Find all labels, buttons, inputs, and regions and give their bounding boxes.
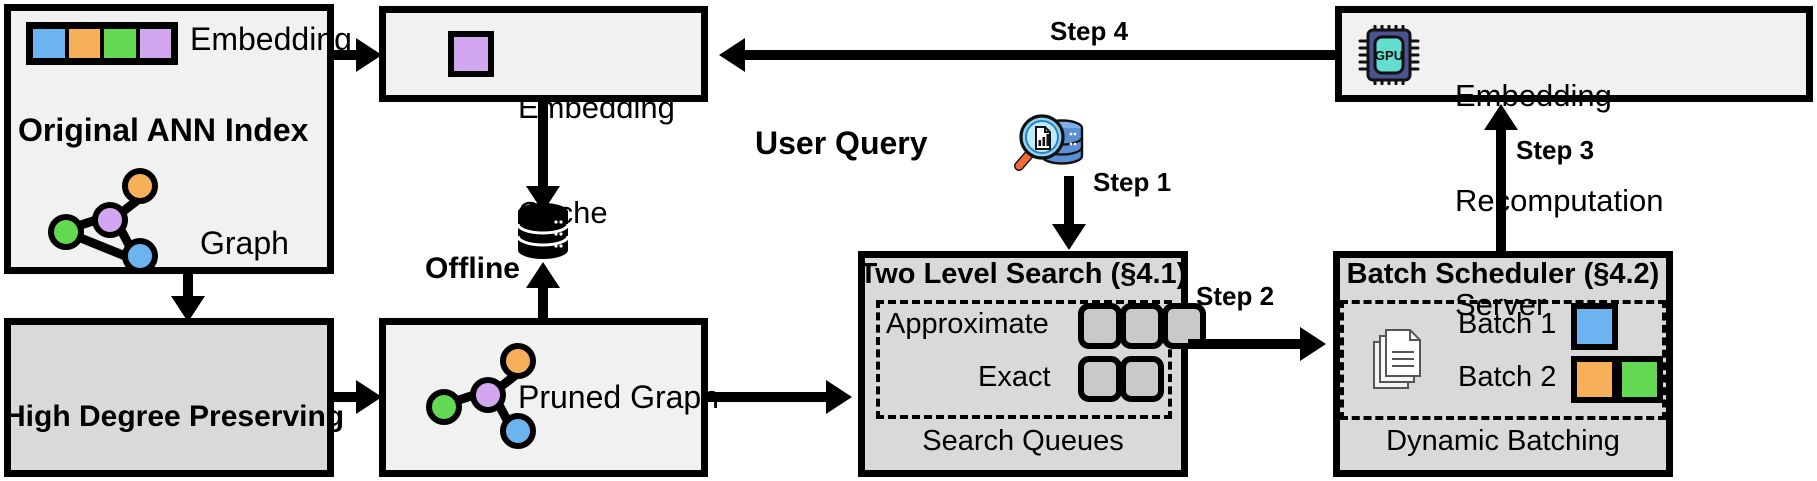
exact-queue-slot	[1078, 356, 1122, 402]
exact-queue-slot	[1120, 356, 1164, 402]
embedding-chip-bar	[26, 22, 178, 65]
batch-scheduler-title: Batch Scheduler (§4.2)	[1346, 258, 1660, 290]
graph-node-purple	[92, 202, 128, 238]
arrow-pruned-to-storage-head	[526, 262, 560, 288]
exact-queue-label: Exact	[978, 361, 1051, 393]
pruned-graph-label: Pruned Graph	[518, 379, 720, 415]
arrow-pruned-to-search-head	[826, 380, 852, 414]
arrow-step2-shaft	[1188, 339, 1302, 349]
graph-pruning-title-line1: High Degree Preserving	[4, 400, 345, 434]
recomputation-server-title-line2: Recomputation	[1455, 182, 1664, 218]
batch-1-label: Batch 1	[1458, 308, 1557, 340]
arrow-pruned-to-storage-shaft	[538, 286, 548, 328]
graph-node-blue	[500, 413, 536, 449]
graph-label: Graph	[200, 225, 289, 261]
documents-icon	[1373, 329, 1421, 389]
step1-label: Step 1	[1093, 167, 1172, 197]
embedding-chip-green	[102, 27, 138, 60]
approximate-queue-slot	[1120, 303, 1164, 349]
embedding-chip-purple	[137, 27, 173, 60]
database-icon	[516, 203, 570, 259]
gpu-chip-icon: GPU	[1358, 25, 1420, 85]
query-search-database-icon	[1014, 114, 1084, 171]
arrow-step2-head	[1300, 327, 1326, 361]
graph-pruning-box	[4, 318, 334, 477]
recomputation-server-title-line3: Server	[1455, 286, 1547, 322]
gpu-icon-text: GPU	[1375, 48, 1403, 63]
two-level-search-title: Two Level Search (§4.1)	[859, 258, 1187, 290]
arrow-pruning-to-pruned-head	[356, 380, 382, 414]
embedding-chip-blue	[31, 27, 67, 60]
original-ann-index-title: Original ANN Index	[18, 112, 309, 148]
arrow-cache-to-storage-shaft	[538, 102, 548, 190]
step3-label: Step 3	[1516, 135, 1595, 165]
batch-2-chip-green	[1616, 356, 1663, 403]
arrow-step3-shaft	[1496, 128, 1506, 251]
pruned-graph-glyph	[414, 343, 554, 449]
arrow-step1-head	[1052, 224, 1086, 250]
arrow-pruning-to-pruned-shaft	[334, 392, 364, 402]
graph-node-orange	[122, 168, 158, 204]
embedding-label: Embedding	[190, 21, 352, 57]
arrow-index-to-cache-head	[356, 38, 382, 72]
recomputation-server-title-line1: Embedding	[1455, 78, 1612, 114]
graph-node-green	[48, 214, 84, 250]
step2-label: Step 2	[1196, 281, 1275, 311]
batch-1-chip-blue	[1571, 303, 1618, 350]
graph-node-blue	[122, 238, 158, 274]
batch-2-label: Batch 2	[1458, 361, 1557, 393]
graph-node-orange	[500, 343, 536, 379]
search-queues-dashed-region	[876, 300, 1172, 419]
dynamic-batching-dashed-region	[1340, 300, 1666, 420]
approximate-queue-slot	[1078, 303, 1122, 349]
step4-label: Step 4	[1050, 16, 1129, 46]
recomputation-server-title: Embedding Recomputation Server	[1455, 10, 1664, 392]
dynamic-batching-caption: Dynamic Batching	[1386, 425, 1620, 457]
arrow-step4-head	[719, 38, 745, 72]
offline-storage-label-line1: Offline	[425, 252, 520, 286]
approximate-queue-label: Approximate	[886, 308, 1049, 340]
embedding-chip-orange	[66, 27, 102, 60]
batch-2-chip-orange	[1571, 356, 1618, 403]
embedding-cache-box	[379, 6, 708, 102]
arrow-pruned-to-search-shaft	[708, 392, 828, 402]
graph-node-purple	[470, 377, 506, 413]
embedding-cache-chip	[448, 31, 494, 77]
arrow-step1-shaft	[1064, 176, 1074, 228]
arrow-step4-shaft	[745, 50, 1335, 60]
ann-graph-glyph	[36, 168, 176, 274]
arrow-index-to-cache-shaft	[334, 50, 364, 60]
graph-pruning-title: High Degree Preserving Graph Pruning (§5…	[4, 333, 345, 481]
arrow-index-to-pruning-shaft	[183, 274, 193, 302]
arrow-index-to-pruning-head	[171, 296, 205, 322]
user-query-label: User Query	[755, 125, 928, 161]
search-queues-caption: Search Queues	[922, 425, 1124, 457]
arrow-step3-head	[1484, 104, 1518, 130]
graph-node-green	[426, 389, 462, 425]
